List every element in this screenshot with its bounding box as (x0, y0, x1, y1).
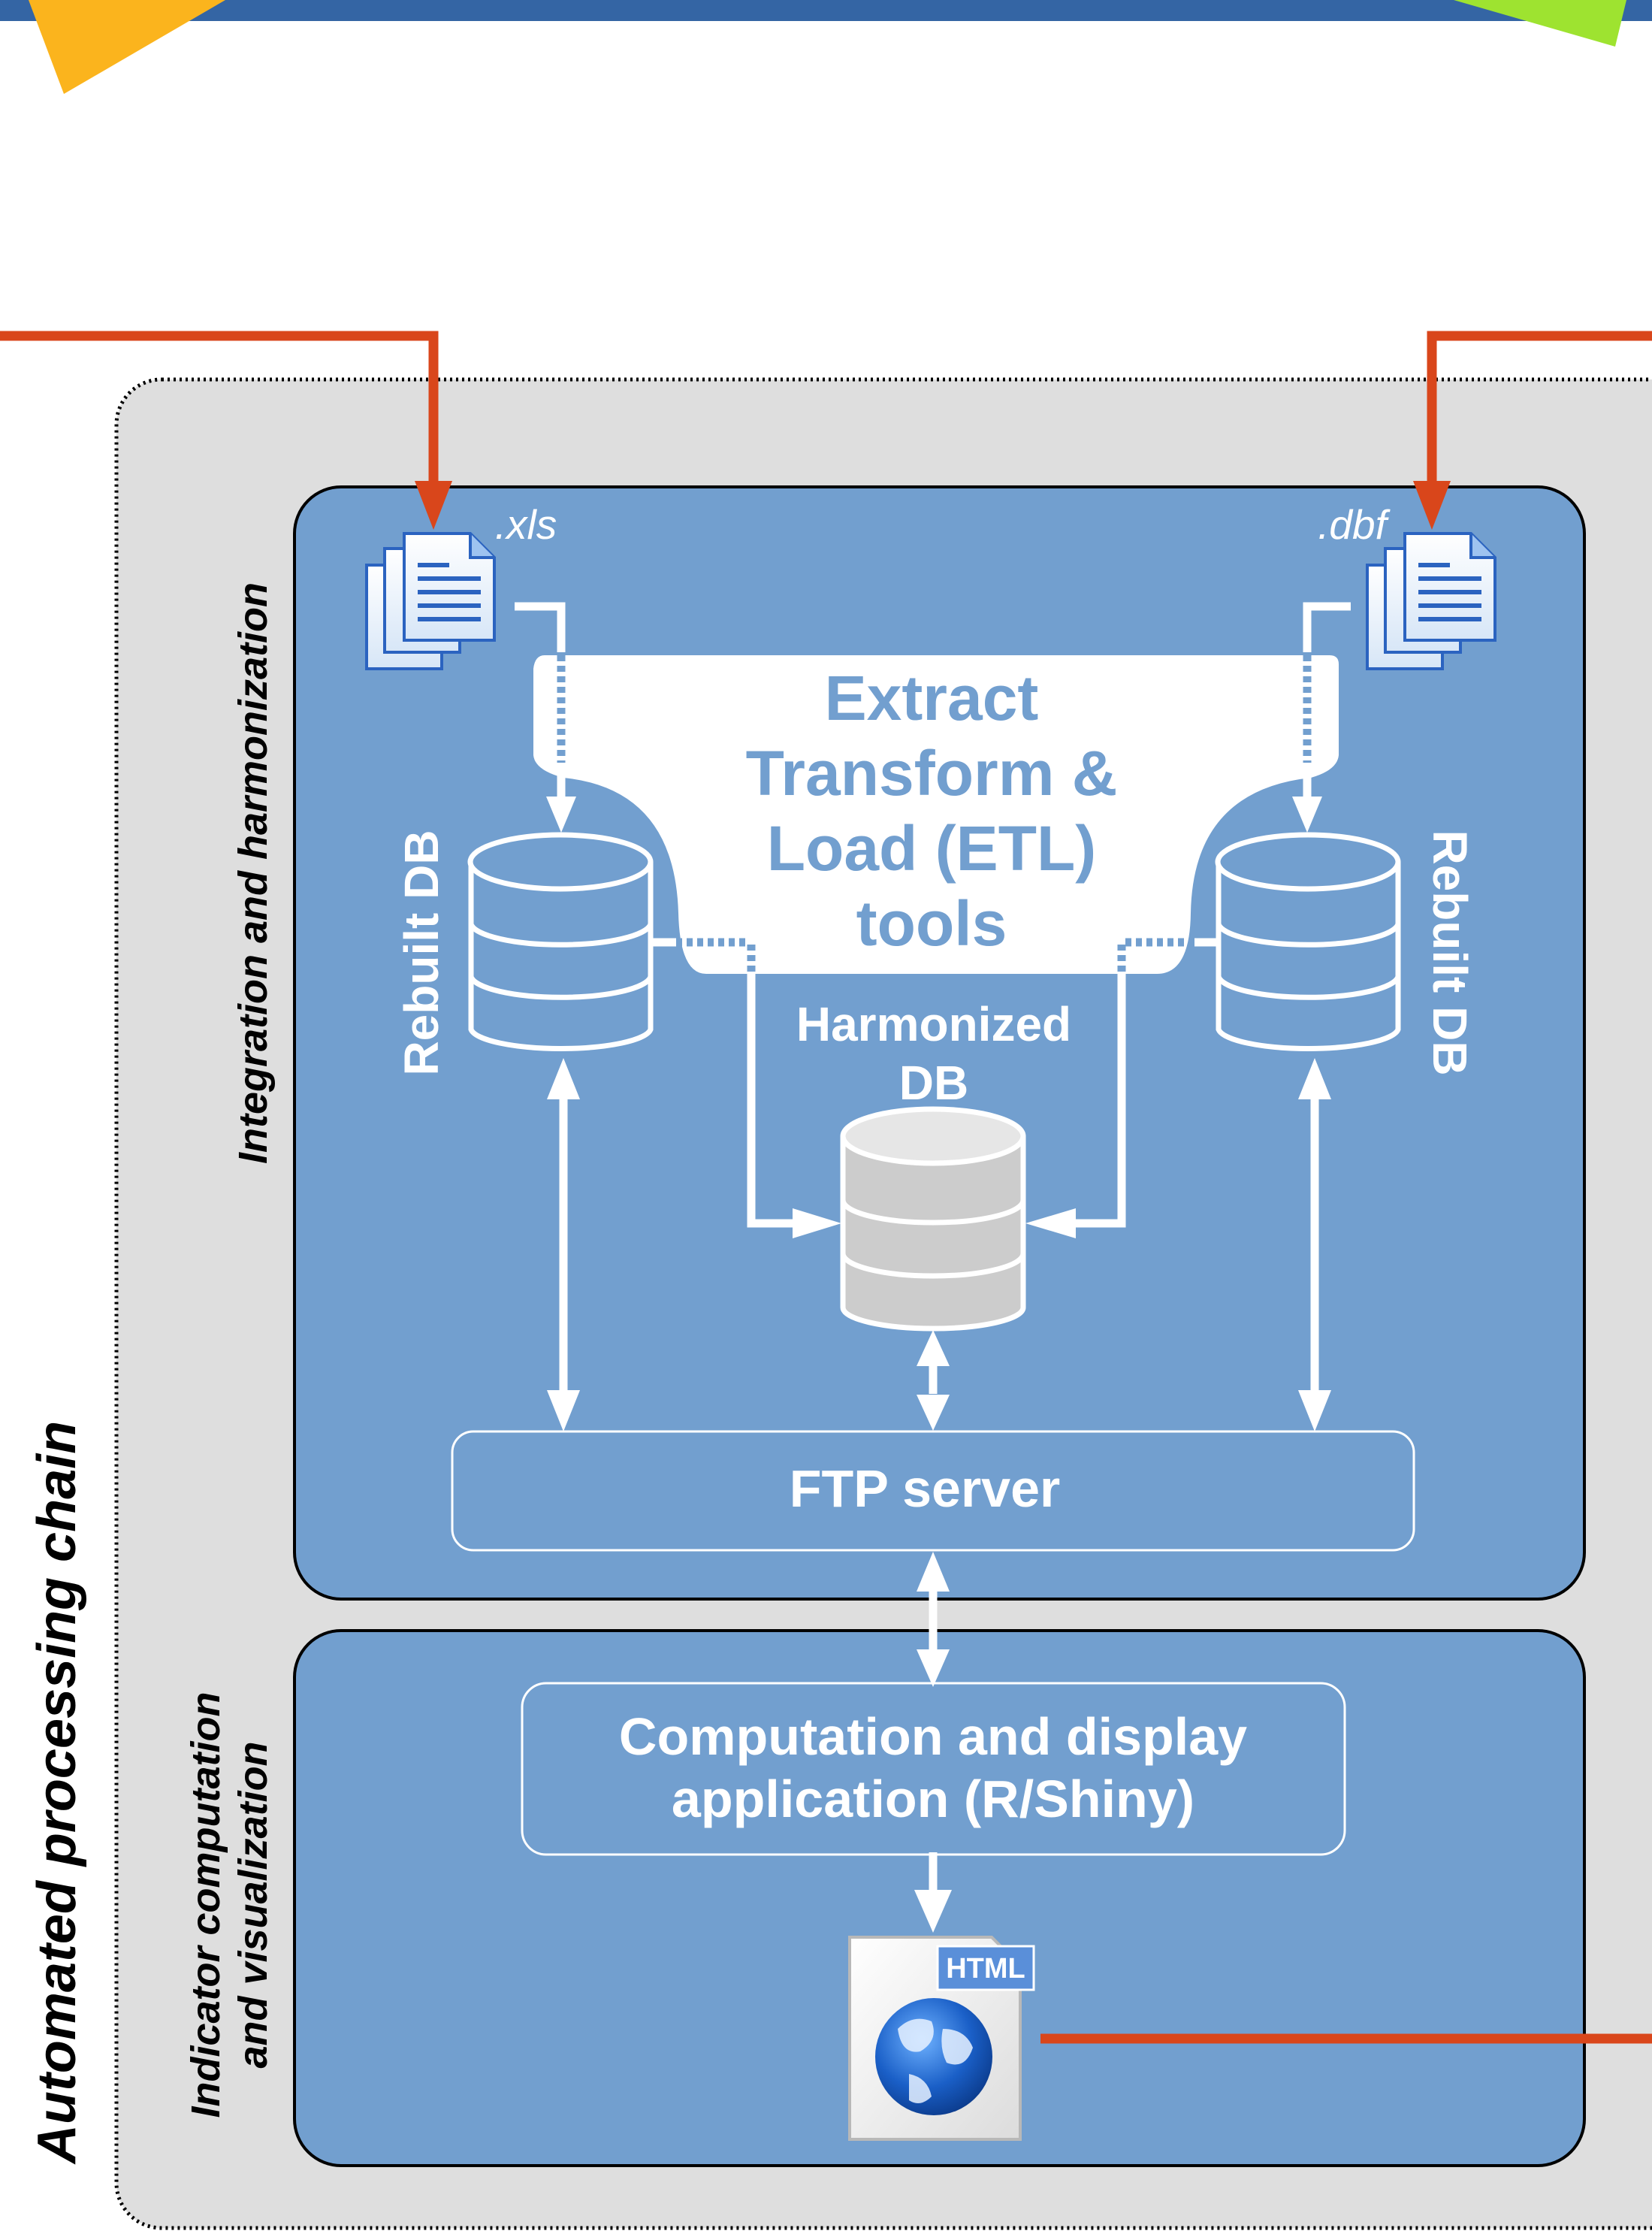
xls-to-etl-line (515, 602, 566, 652)
etl-line1: Extract (825, 663, 1039, 733)
indicator-section-label-line2: and visualization (231, 1741, 276, 2068)
globe-continents (898, 2018, 973, 2103)
etl-dotted-segments (557, 655, 1312, 974)
right-input-flow (1427, 331, 1652, 492)
integration-section-label: Integration and harmonization (231, 582, 276, 1164)
rebuilt-db-left-icon (467, 832, 654, 1051)
yellow-flag-shape (29, 0, 225, 94)
right-input-arrowhead (1413, 481, 1451, 530)
app-line1: Computation and display (619, 1707, 1247, 1766)
arrowheads (546, 797, 1331, 1933)
etl-line2: Transform & (746, 738, 1118, 809)
external-flows (0, 331, 1652, 2044)
ftp-server-label: FTP server (790, 1459, 1061, 1518)
ftp-server-box (451, 1430, 1415, 1552)
dbf-file-stack-icon (1366, 532, 1496, 670)
top-banner (0, 0, 1652, 94)
etl-line4: tools (856, 888, 1007, 959)
top-bar (0, 0, 1652, 21)
left-input-flow (0, 331, 439, 492)
rebuilt-db-right-icon (1215, 832, 1401, 1051)
xls-extension-label: .xls (495, 501, 557, 548)
globe-icon (875, 1998, 992, 2115)
left-input-arrowhead (415, 481, 452, 530)
automated-chain-title: Automated processing chain (27, 1421, 87, 2165)
indicator-section-label-line1: Indicator computation (183, 1692, 228, 2118)
xls-file-stack-icon (365, 532, 496, 670)
etl-line3: Load (ETL) (767, 813, 1097, 884)
rebuilt-db-left-label: Rebuilt DB (394, 830, 448, 1075)
etl-banner (533, 655, 1339, 974)
etl-to-harmonized-right-line (1071, 969, 1126, 1228)
dbf-extension-label: .dbf (1318, 501, 1391, 548)
green-flag-shape (1454, 0, 1626, 47)
harmonized-db-line1: Harmonized (796, 997, 1071, 1051)
rebuilt-db-right-label: Rebuilt DB (1423, 830, 1477, 1075)
app-line2: application (R/Shiny) (672, 1770, 1194, 1828)
html-page-icon: HTML (848, 1936, 1035, 2141)
html-badge-box (936, 1945, 1035, 1991)
html-badge-label: HTML (946, 1953, 1025, 1985)
dbf-to-etl-line (1303, 602, 1351, 652)
harmonized-db-icon (840, 1106, 1026, 1332)
computation-app-box (521, 1682, 1346, 1856)
etl-to-harmonized-left-line (747, 969, 796, 1228)
harmonized-db-line2: DB (899, 1056, 968, 1110)
